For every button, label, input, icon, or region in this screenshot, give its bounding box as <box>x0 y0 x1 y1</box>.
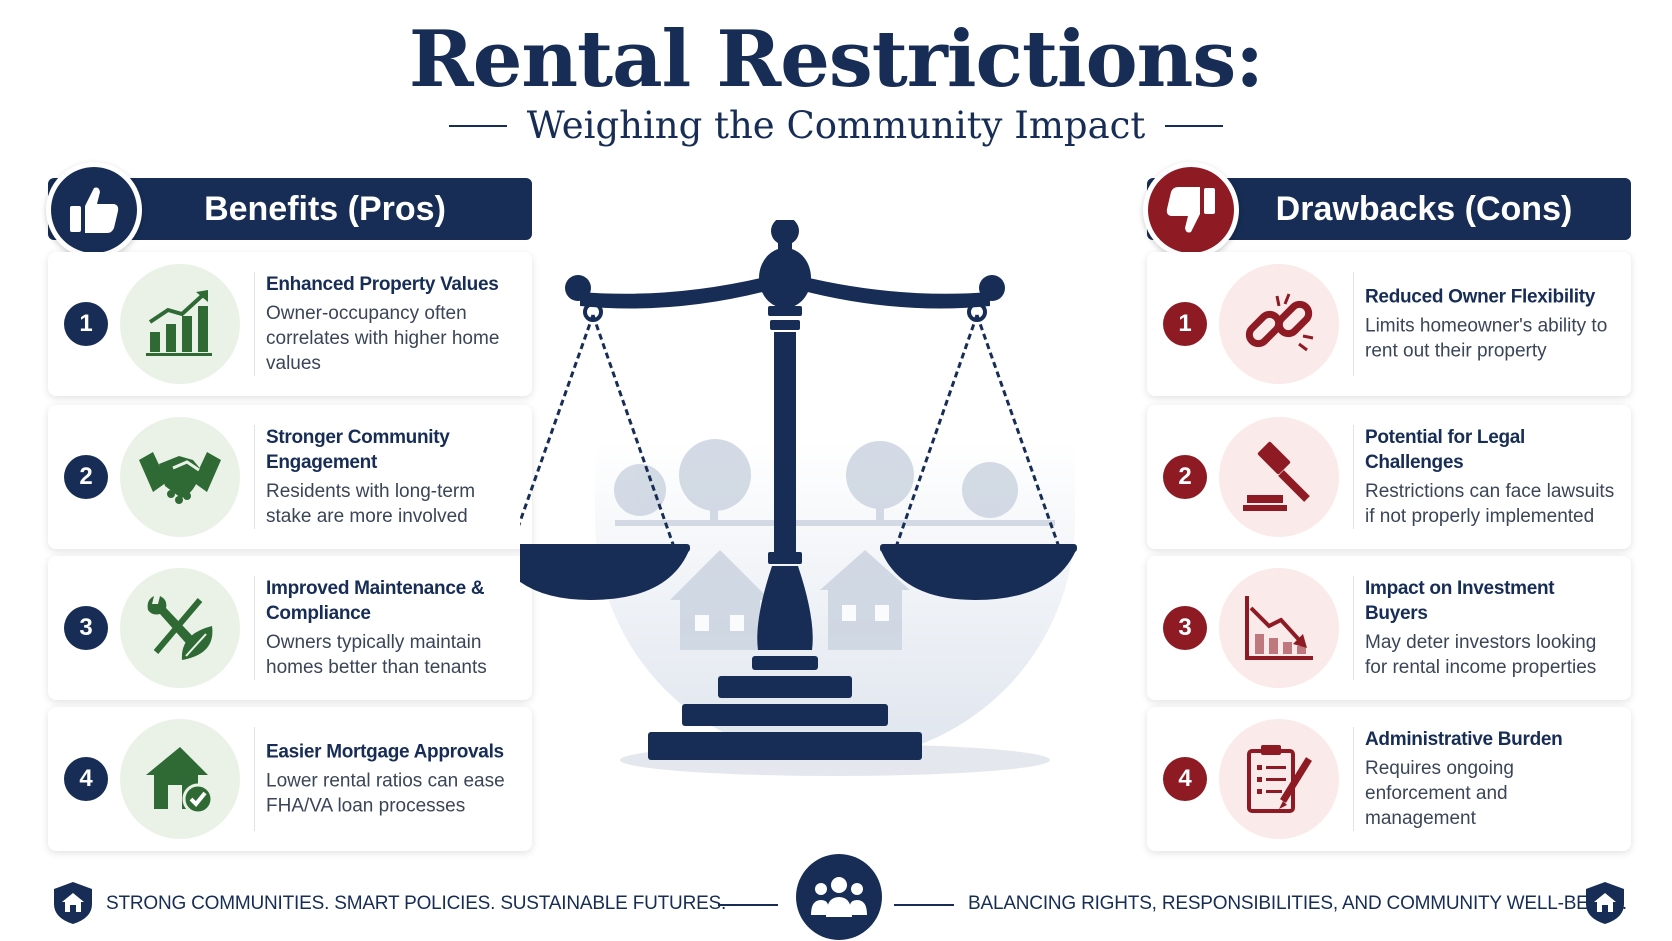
pro-card-2: 2 Stronger Community Engagement Resident… <box>48 405 532 549</box>
con-card-3: 3 Impact on Investment Buyers May deter … <box>1147 556 1631 700</box>
pro-number-3: 3 <box>64 606 108 650</box>
declining-chart-icon <box>1245 596 1313 660</box>
con-card-2: 2 Potential for Legal Challenges Restric… <box>1147 405 1631 549</box>
con-desc-4: Requires ongoing enforcement and managem… <box>1365 758 1514 829</box>
con-desc-1: Limits homeowner's ability to rent out t… <box>1365 315 1608 362</box>
thumbs-up-badge <box>46 162 142 258</box>
balance-scale-illustration <box>493 217 1150 840</box>
footer-tagline-right: BALANCING RIGHTS, RESPONSIBILITIES, AND … <box>968 893 1627 914</box>
clipboard-pen-icon <box>1247 745 1312 813</box>
pro-icon-bg-1 <box>120 264 240 384</box>
pro-text-3: Improved Maintenance & Compliance Owners… <box>266 576 520 680</box>
people-group-icon <box>811 877 867 917</box>
con-title-2: Potential for Legal Challenges <box>1365 427 1526 473</box>
pro-title-4: Easier Mortgage Approvals <box>266 741 504 763</box>
con-desc-2: Restrictions can face lawsuits if not pr… <box>1365 481 1615 527</box>
con-icon-bg-2 <box>1219 417 1339 537</box>
con-number-1: 1 <box>1163 302 1207 346</box>
con-card-4: 4 Administrative Burden Requires ongoing… <box>1147 707 1631 851</box>
growth-chart-icon <box>146 290 212 356</box>
house-check-icon <box>146 747 214 815</box>
pro-text-1: Enhanced Property Values Owner-occupancy… <box>266 272 520 376</box>
scale-chains <box>508 314 1062 551</box>
con-icon-bg-3 <box>1219 568 1339 688</box>
pro-card-1: 1 Enhanced Property Values Owner-occupan… <box>48 252 532 396</box>
card-divider <box>254 425 255 529</box>
pro-title-1: Enhanced Property Values <box>266 274 499 295</box>
thumbs-down-icon <box>1166 187 1215 233</box>
con-title-4: Administrative Burden <box>1365 729 1563 750</box>
page-subtitle: Weighing the Community Impact <box>526 104 1146 147</box>
card-divider <box>254 272 255 376</box>
broken-chain-icon <box>1245 293 1314 352</box>
con-title-3: Impact on Investment Buyers <box>1365 578 1555 624</box>
pro-icon-bg-2 <box>120 417 240 537</box>
neighborhood-silhouette <box>614 439 1055 650</box>
pro-desc-4: Lower rental ratios can ease FHA/VA loan… <box>266 770 505 817</box>
pro-text-4: Easier Mortgage Approvals Lower rental r… <box>266 740 520 819</box>
pro-icon-bg-3 <box>120 568 240 688</box>
tools-leaf-icon <box>147 596 213 660</box>
pro-number-4: 4 <box>64 757 108 801</box>
con-title-1: Reduced Owner Flexibility <box>1365 286 1596 308</box>
subtitle-rule-left <box>448 124 507 127</box>
shield-home-icon-right <box>1586 882 1624 924</box>
pro-card-4: 4 Easier Mortgage Approvals Lower rental… <box>48 707 532 851</box>
footer-rule-right <box>894 904 954 906</box>
con-card-1: 1 Reduced Owner Flexibility Limits homeo… <box>1147 252 1631 396</box>
footer-tagline-left: STRONG COMMUNITIES. SMART POLICIES. SUST… <box>106 893 727 914</box>
card-divider <box>254 576 255 680</box>
pro-desc-3: Owners typically maintain homes better t… <box>266 632 487 678</box>
pro-icon-bg-4 <box>120 719 240 839</box>
pro-desc-1: Owner-occupancy often correlates with hi… <box>266 303 500 374</box>
handshake-icon <box>139 452 221 504</box>
pro-text-2: Stronger Community Engagement Residents … <box>266 425 520 529</box>
pro-number-1: 1 <box>64 302 108 346</box>
subtitle-rule-right <box>1165 124 1224 127</box>
pro-number-2: 2 <box>64 455 108 499</box>
con-icon-bg-1 <box>1219 264 1339 384</box>
page-title: Rental Restrictions: <box>408 14 1264 105</box>
con-number-4: 4 <box>1163 757 1207 801</box>
subtitle-row: Weighing the Community Impact <box>0 104 1672 147</box>
pro-desc-2: Residents with long-term stake are more … <box>266 481 476 527</box>
con-text-2: Potential for Legal Challenges Restricti… <box>1365 425 1619 529</box>
con-icon-bg-4 <box>1219 719 1339 839</box>
community-badge <box>796 854 882 940</box>
con-number-3: 3 <box>1163 606 1207 650</box>
thumbs-down-badge <box>1143 162 1239 258</box>
con-number-2: 2 <box>1163 455 1207 499</box>
con-text-4: Administrative Burden Requires ongoing e… <box>1365 727 1619 831</box>
gavel-icon <box>1243 441 1310 511</box>
pro-title-2: Stronger Community Engagement <box>266 427 450 473</box>
con-desc-3: May deter investors looking for rental i… <box>1365 632 1597 678</box>
pro-card-3: 3 Improved Maintenance & Compliance Owne… <box>48 556 532 700</box>
balance-scale-icon <box>493 217 1077 776</box>
card-divider <box>1353 727 1354 831</box>
card-divider <box>1353 272 1354 376</box>
con-text-1: Reduced Owner Flexibility Limits homeown… <box>1365 285 1619 364</box>
pro-title-3: Improved Maintenance & Compliance <box>266 578 485 624</box>
card-divider <box>1353 576 1354 680</box>
shield-home-icon-left <box>54 882 92 924</box>
footer-rule-left <box>718 904 778 906</box>
card-divider <box>1353 425 1354 529</box>
thumbs-up-icon <box>70 187 119 233</box>
con-text-3: Impact on Investment Buyers May deter in… <box>1365 576 1619 680</box>
card-divider <box>254 727 255 831</box>
